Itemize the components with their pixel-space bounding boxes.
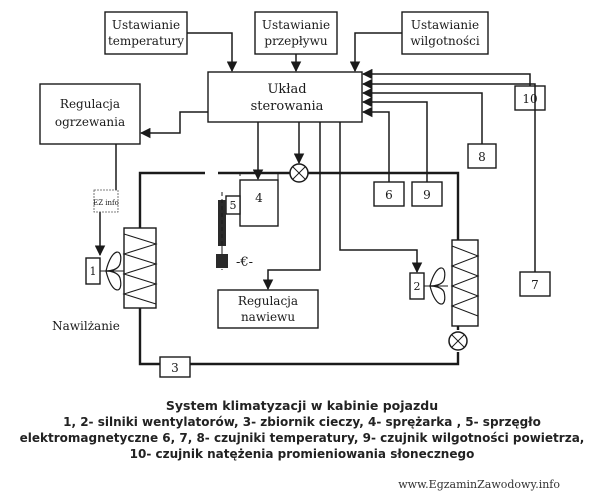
fan-2: 2 bbox=[409, 267, 448, 305]
receiver-label: 3 bbox=[171, 361, 179, 375]
airflow-regulation-box: Regulacja nawiewu bbox=[217, 289, 319, 329]
set-flow-line1: Ustawianie bbox=[262, 18, 330, 32]
sensor-10-arrow bbox=[361, 68, 531, 86]
fan-1: 1 bbox=[85, 251, 124, 291]
sensor-7-arrow bbox=[361, 78, 536, 272]
expansion-valve-top bbox=[289, 163, 309, 183]
clutch-label: 5 bbox=[230, 199, 237, 212]
figure-caption: System klimatyzacji w kabinie pojazdu 1,… bbox=[20, 398, 585, 461]
evaporator-left bbox=[122, 227, 158, 309]
sensor-9-label: 9 bbox=[423, 188, 431, 202]
caption-line-1: 1, 2- silniki wentylatorów, 3- zbiornik … bbox=[63, 415, 541, 429]
sensor-9-arrow bbox=[361, 96, 428, 182]
input-arrows bbox=[187, 32, 402, 73]
control-to-airflow-arrow bbox=[262, 122, 321, 291]
control-unit-box: Układ sterowania bbox=[207, 71, 363, 123]
sensor-6-arrow bbox=[361, 106, 390, 182]
sensor-10: 10 bbox=[514, 85, 546, 111]
expansion-valve-bottom bbox=[448, 331, 468, 351]
set-humidity-line2: wilgotności bbox=[410, 34, 480, 48]
sensor-9: 9 bbox=[411, 181, 443, 207]
compressor: 4 bbox=[239, 179, 279, 227]
set-temperature-box: Ustawianie temperatury bbox=[104, 11, 188, 55]
control-to-fan2-arrow bbox=[339, 122, 423, 274]
caption-line-3: 10- czujnik natężenia promieniowania sło… bbox=[130, 447, 475, 461]
set-humidity-line1: Ustawianie bbox=[411, 18, 479, 32]
sensor-8: 8 bbox=[467, 143, 497, 169]
sensor-8-label: 8 bbox=[478, 150, 486, 164]
electromagnetic-clutch: 5 -€- bbox=[216, 192, 253, 270]
caption-title: System klimatyzacji w kabinie pojazdu bbox=[166, 398, 438, 413]
condenser-right bbox=[450, 239, 480, 327]
set-flow-line2: przepływu bbox=[264, 34, 327, 48]
sensor-7-label: 7 bbox=[531, 278, 539, 292]
heating-regulation-line2: ogrzewania bbox=[55, 115, 125, 129]
heating-regulation-line1: Regulacja bbox=[60, 97, 120, 111]
set-temperature-line1: Ustawianie bbox=[112, 18, 180, 32]
control-unit-line1: Układ bbox=[267, 82, 306, 97]
ez-logo: EZ info bbox=[93, 189, 119, 213]
liquid-receiver: 3 bbox=[159, 356, 191, 378]
sensor-10-label: 10 bbox=[522, 92, 537, 106]
caption-line-2: elektromagnetyczne 6, 7, 8- czujniki tem… bbox=[20, 431, 585, 445]
control-unit-line2: sterowania bbox=[251, 99, 324, 114]
watermark-url: www.EgzaminZawodowy.info bbox=[398, 478, 560, 491]
control-to-heating-arrow bbox=[139, 111, 208, 139]
refrigerant-loop bbox=[138, 171, 460, 366]
compressor-label: 4 bbox=[255, 191, 263, 205]
sensor-6-label: 6 bbox=[385, 188, 393, 202]
humidification-label: Nawilżanie bbox=[52, 319, 120, 333]
fan-2-label: 2 bbox=[414, 280, 421, 293]
heating-regulation-box: Regulacja ogrzewania bbox=[39, 83, 141, 145]
airflow-regulation-line2: nawiewu bbox=[241, 310, 295, 324]
set-flow-box: Ustawianie przepływu bbox=[254, 11, 338, 55]
set-humidity-box: Ustawianie wilgotności bbox=[401, 11, 489, 55]
ez-logo-text: EZ info bbox=[93, 199, 119, 207]
airflow-regulation-line1: Regulacja bbox=[238, 294, 298, 308]
sensor-8-arrow bbox=[361, 87, 483, 144]
belt-drive-symbol: -€- bbox=[236, 255, 253, 270]
sensor-7: 7 bbox=[519, 271, 551, 297]
fan-1-label: 1 bbox=[90, 265, 97, 278]
set-temperature-line2: temperatury bbox=[108, 34, 184, 48]
sensor-6: 6 bbox=[373, 181, 405, 207]
